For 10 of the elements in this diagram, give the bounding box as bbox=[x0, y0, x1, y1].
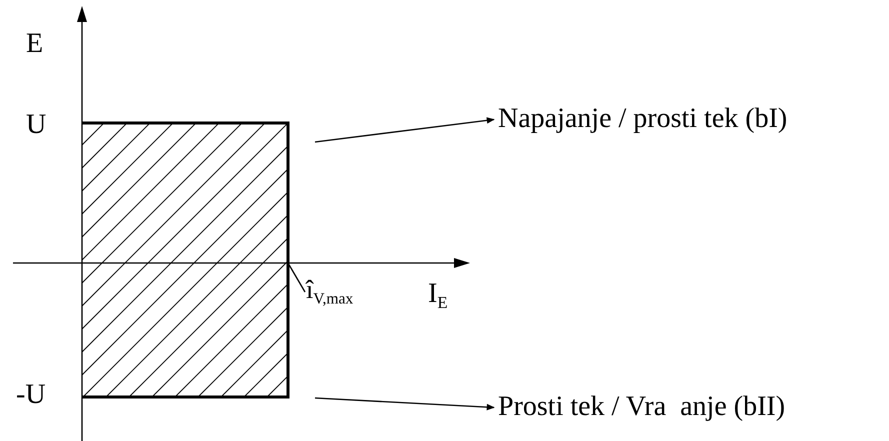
leader-line bbox=[287, 262, 306, 292]
axis-label: U bbox=[26, 111, 46, 139]
operating-mode-label: Napajanje / prosti tek (bI) bbox=[498, 104, 788, 135]
arrow bbox=[314, 117, 495, 143]
arrow bbox=[314, 397, 495, 410]
current-label: î$_{V,max}$ bbox=[306, 276, 354, 308]
axis-label: E bbox=[26, 30, 44, 58]
axis-label: I$_{E}$ bbox=[428, 280, 448, 312]
axis-label: -U bbox=[16, 381, 46, 409]
operating-mode-label: Prosti tek / Vra anje (bII) bbox=[498, 392, 786, 423]
